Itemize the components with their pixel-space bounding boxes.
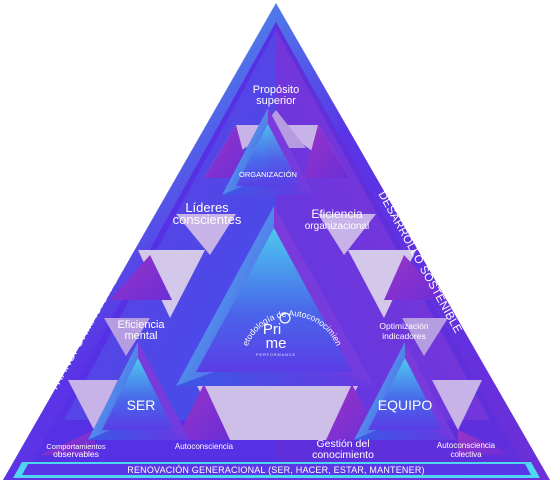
facet-magenta-top-right xyxy=(304,125,350,178)
label-gestion-conocimiento-line1: Gestión del xyxy=(316,438,369,450)
bottom-band-inner xyxy=(22,464,531,475)
logo-me: me xyxy=(266,335,287,352)
label-equipo: EQUIPO xyxy=(378,397,433,413)
label-eficiencia-mental-line1: Eficiencia xyxy=(117,319,165,331)
facet-magenta-mid-right xyxy=(384,255,446,300)
label-organizacion: ORGANIZACIÓN xyxy=(239,170,297,179)
facet-right-mid xyxy=(402,318,448,356)
label-eficiencia-organizacional-line2: organizacional xyxy=(305,221,370,232)
pyramid-organizacion xyxy=(222,108,314,195)
facet-mid-left xyxy=(176,214,236,255)
label-lideres-conscientes-line2: conscientes xyxy=(173,212,242,227)
label-comportamientos-observables-line2: observables xyxy=(53,449,99,459)
logo-tree-icon xyxy=(279,312,291,324)
label-autoconsciencia-colectiva-line1: Autoconsciencia xyxy=(437,441,496,450)
facet-magenta-bottom-left xyxy=(40,430,96,455)
pyramid-ser xyxy=(88,342,190,440)
label-proposito-superior-line1: Propósito xyxy=(253,84,299,96)
facet-left-mid xyxy=(104,318,150,356)
label-autoconsciencia-colectiva-line2: colectiva xyxy=(450,450,482,459)
logo-pri: Pri xyxy=(263,321,281,338)
facet-magenta-low-left xyxy=(176,384,230,440)
label-optimizacion-indicadores-line1: Optimización xyxy=(379,321,428,331)
facet-right-low xyxy=(432,380,482,430)
label-eficiencia-organizacional-line1: Eficiencia xyxy=(311,207,363,221)
label-autoconsciencia: Autoconsciencia xyxy=(175,442,234,451)
facet-magenta-mid-left xyxy=(110,255,172,300)
pyramid-center xyxy=(176,206,374,386)
facet-left-low xyxy=(68,380,118,430)
facet-mid-right xyxy=(318,214,376,255)
label-gestion-conocimiento-line2: conocimiento xyxy=(312,449,374,461)
label-proposito-superior-line2: superior xyxy=(256,95,296,107)
facet-center-bottom xyxy=(195,382,360,440)
label-eficiencia-mental-line2: mental xyxy=(124,330,157,342)
label-ser: SER xyxy=(127,397,156,413)
logo-performance: PERFORMANCE xyxy=(256,352,296,357)
label-lideres-conscientes-line1: Líderes xyxy=(185,200,229,215)
facet-magenta-bottom-right xyxy=(458,430,512,455)
pyramid-equipo xyxy=(354,342,456,440)
label-optimizacion-indicadores-line2: indicadores xyxy=(382,331,425,341)
edge-text-bottom: RENOVACIÓN GENERACIONAL (SER, HACER, EST… xyxy=(127,465,424,475)
label-comportamientos-observables-line1: Comportamientos xyxy=(46,442,105,451)
